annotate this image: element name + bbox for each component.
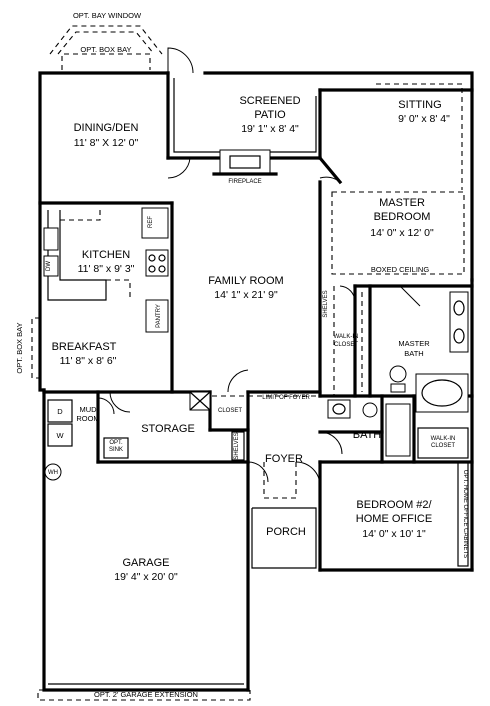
foyer-porch	[212, 395, 320, 569]
opt-home-office-cabinets-label: OPT. HOME OFFICE CABINETS	[462, 470, 468, 558]
bath-fixtures	[327, 291, 469, 457]
opt-box-bay-top-label: OPT. BOX BAY	[80, 45, 131, 54]
patio-size: 19' 1" x 8' 4"	[241, 123, 299, 135]
exterior-walls	[38, 71, 474, 692]
bedroom2-name-2: HOME OFFICE	[356, 513, 432, 525]
interior-walls	[38, 201, 474, 464]
storage-label: STORAGE	[141, 423, 195, 435]
water-heater-label: WH	[48, 470, 58, 476]
kitchen-counters	[43, 207, 169, 333]
washer-label: W	[56, 431, 64, 440]
family-room-size: 14' 1" x 21' 9"	[214, 289, 278, 301]
kitchen-size: 11' 8" x 9' 3"	[78, 263, 135, 275]
fireplace	[212, 149, 278, 176]
boxed-ceiling-label: BOXED CEILING	[371, 265, 430, 274]
walk-in-closet-2-l1: WALK-IN	[431, 436, 456, 442]
shelves-label-2: SHELVES	[234, 432, 240, 459]
breakfast-size: 11' 8" x 8' 6"	[60, 355, 117, 367]
garage-size: 19' 4" x 20' 0"	[114, 571, 178, 583]
garage-name: GARAGE	[122, 557, 169, 569]
breakfast-name: BREAKFAST	[52, 341, 117, 353]
opt-box-bay-left	[31, 317, 41, 379]
opt-sink-l2: SINK	[109, 447, 123, 453]
closet-label: CLOSET	[218, 408, 242, 414]
sitting-size: 9' 0" x 8' 4"	[398, 113, 450, 125]
patio-name-1: SCREENED	[239, 95, 300, 107]
ref-label: REF	[148, 216, 154, 228]
foyer-label: FOYER	[265, 453, 303, 465]
mud-room-l1: MUD	[79, 405, 97, 414]
patio-name-2: PATIO	[254, 109, 286, 121]
walk-in-closet-2-l2: CLOSET	[431, 443, 455, 449]
boxed-ceiling-outline	[331, 191, 465, 275]
limit-of-foyer-label: LIMIT OF FOYER	[262, 395, 310, 401]
master-bedroom-size: 14' 0" x 12' 0"	[370, 227, 434, 239]
master-bath-l2: BATH	[404, 349, 423, 358]
master-bath-l1: MASTER	[398, 339, 430, 348]
porch-label: PORCH	[266, 526, 306, 538]
dw-label: DW	[46, 261, 52, 271]
garage-extension	[37, 683, 251, 701]
family-room-name: FAMILY ROOM	[208, 275, 283, 287]
closets	[44, 286, 469, 567]
opt-sink-l1: OPT.	[109, 440, 123, 446]
pantry-label: PANTRY	[156, 304, 162, 328]
shelves-label-1: SHELVES	[323, 290, 329, 317]
bath-label: BATH	[353, 429, 382, 441]
opt-bay-window-label: OPT. BAY WINDOW	[73, 11, 142, 20]
dining-name: DINING/DEN	[74, 122, 139, 134]
sitting-name: SITTING	[398, 99, 441, 111]
bedroom2-size: 14' 0" x 10' 1"	[362, 528, 426, 540]
doors	[97, 47, 421, 487]
master-bedroom-name-2: BEDROOM	[374, 211, 431, 223]
opt-garage-extension-label: OPT. 2' GARAGE EXTENSION	[94, 690, 198, 699]
opt-box-bay-left-label: OPT. BOX BAY	[15, 322, 24, 373]
master-bedroom-name-1: MASTER	[379, 197, 425, 209]
dining-size: 11' 8" X 12' 0"	[74, 137, 139, 149]
fireplace-label: FIREPLACE	[228, 179, 261, 185]
opt-bay-window	[49, 25, 163, 70]
bedroom2-name-1: BEDROOM #2/	[356, 499, 432, 511]
kitchen-name: KITCHEN	[82, 249, 130, 261]
walk-in-closet-1-l2: CLOSET	[334, 342, 358, 348]
dryer-label: D	[57, 407, 63, 416]
walk-in-closet-1-l1: WALK-IN	[334, 334, 359, 340]
mud-room-l2: ROOM	[76, 414, 99, 423]
